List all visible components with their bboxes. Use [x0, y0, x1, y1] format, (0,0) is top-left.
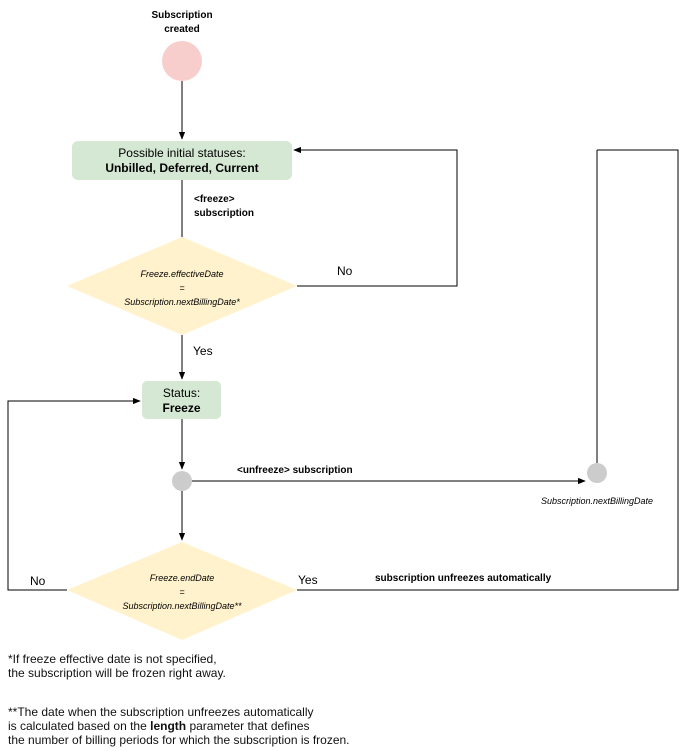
decision1-line2: =: [179, 283, 185, 293]
footnote-1: *If freeze effective date is not specifi…: [8, 652, 226, 680]
footnote2-line2-pre: is calculated based on the: [8, 719, 151, 733]
decision1-no-label: No: [337, 264, 353, 278]
footnote-2: **The date when the subscription unfreez…: [8, 705, 350, 747]
next-billing-node[interactable]: [587, 463, 607, 483]
decision1-line1: Freeze.effectiveDate: [140, 269, 224, 279]
decision-effective-date[interactable]: [67, 237, 297, 335]
decision2-line2: =: [179, 587, 185, 597]
decision-end-date[interactable]: [67, 542, 297, 640]
decision2-line3: Subscription.nextBillingDate**: [122, 601, 242, 611]
initial-status-text: Possible initial statuses: Unbilled, Def…: [72, 146, 292, 176]
initial-status-line1: Possible initial statuses:: [118, 146, 246, 160]
decision2-text: Freeze.endDate = Subscription.nextBillin…: [92, 571, 272, 613]
unfreeze-edge-label: <unfreeze> subscription: [237, 465, 353, 476]
footnote2-line2-post: parameter that defines: [186, 719, 310, 733]
footnote1-line2: the subscription will be frozen right aw…: [8, 666, 226, 680]
next-billing-label: Subscription.nextBillingDate: [540, 496, 654, 506]
decision1-text: Freeze.effectiveDate = Subscription.next…: [92, 267, 272, 309]
footnote2-line2-bold: length: [150, 719, 187, 733]
freeze-edge-line2: subscription: [194, 208, 255, 219]
edge-decision2-no: [7, 397, 141, 591]
edge-decision1-no: [293, 146, 458, 287]
decision2-yes-label: Yes: [298, 573, 318, 587]
footnote2-line3: the number of billing periods for which …: [8, 733, 350, 747]
decision2-no-label: No: [30, 574, 46, 588]
initial-status-line2: Unbilled, Deferred, Current: [105, 161, 259, 175]
start-label-line1: Subscription: [151, 10, 213, 21]
footnote2-line1: **The date when the subscription unfreez…: [8, 705, 314, 719]
auto-unfreeze-label: subscription unfreezes automatically: [375, 573, 552, 584]
status-line1: Status:: [162, 386, 201, 400]
footnote2-line2: is calculated based on the length parame…: [8, 719, 350, 733]
edge-decision2-yes: [297, 149, 679, 591]
footnote1-line1: *If freeze effective date is not specifi…: [8, 652, 217, 666]
status-freeze-box[interactable]: [142, 381, 221, 419]
decision2-line1: Freeze.endDate: [149, 573, 215, 583]
junction-node[interactable]: [172, 471, 192, 491]
decision1-line3: Subscription.nextBillingDate*: [124, 297, 240, 307]
decision1-yes-label: Yes: [193, 344, 213, 358]
status-line2: Freeze: [162, 401, 201, 415]
start-label-line2: created: [164, 24, 200, 35]
freeze-edge-label: <freeze> subscription: [194, 193, 254, 221]
initial-status-box[interactable]: [72, 141, 292, 180]
start-label: Subscription created: [132, 9, 232, 37]
status-freeze-text: Status: Freeze: [142, 386, 221, 416]
start-node[interactable]: [162, 41, 202, 81]
freeze-edge-line1: <freeze>: [194, 194, 235, 205]
